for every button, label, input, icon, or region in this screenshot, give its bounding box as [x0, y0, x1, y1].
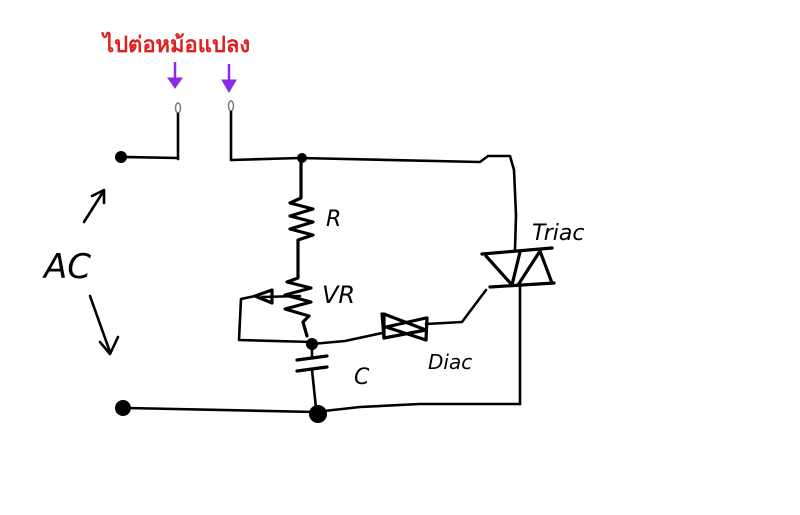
top-wire-left	[120, 155, 180, 160]
vr-wiper-arrow	[253, 288, 302, 305]
capacitor-c	[295, 346, 329, 410]
transformer-note: ไปต่อหม้อแปลง	[101, 31, 250, 58]
top-wire-right	[229, 154, 518, 217]
arrow-left-terminal	[167, 62, 183, 89]
vr-label: VR	[322, 281, 355, 309]
diac-label: Diac	[428, 350, 472, 374]
arrow-right-terminal	[221, 64, 237, 93]
ac-arrow-up	[82, 188, 106, 224]
transformer-terminal-right	[227, 100, 235, 162]
variable-resistor-vr	[283, 250, 313, 338]
ac-node-bottom	[115, 400, 131, 416]
ac-label: AC	[42, 247, 91, 287]
resistor-label: R	[326, 207, 341, 232]
triac-label: Triac	[532, 221, 584, 246]
transformer-terminal-left	[174, 102, 182, 161]
triac-symbol	[480, 213, 556, 406]
resistor-r	[288, 158, 315, 254]
ac-node-top	[115, 151, 127, 163]
node-bottom	[309, 405, 327, 423]
ac-arrow-down	[88, 294, 120, 356]
capacitor-label: C	[354, 365, 370, 390]
diac-symbol	[380, 288, 488, 342]
vr-bypass-wire	[237, 294, 314, 344]
bottom-wire	[125, 402, 522, 414]
wire-node-diac	[310, 331, 384, 346]
